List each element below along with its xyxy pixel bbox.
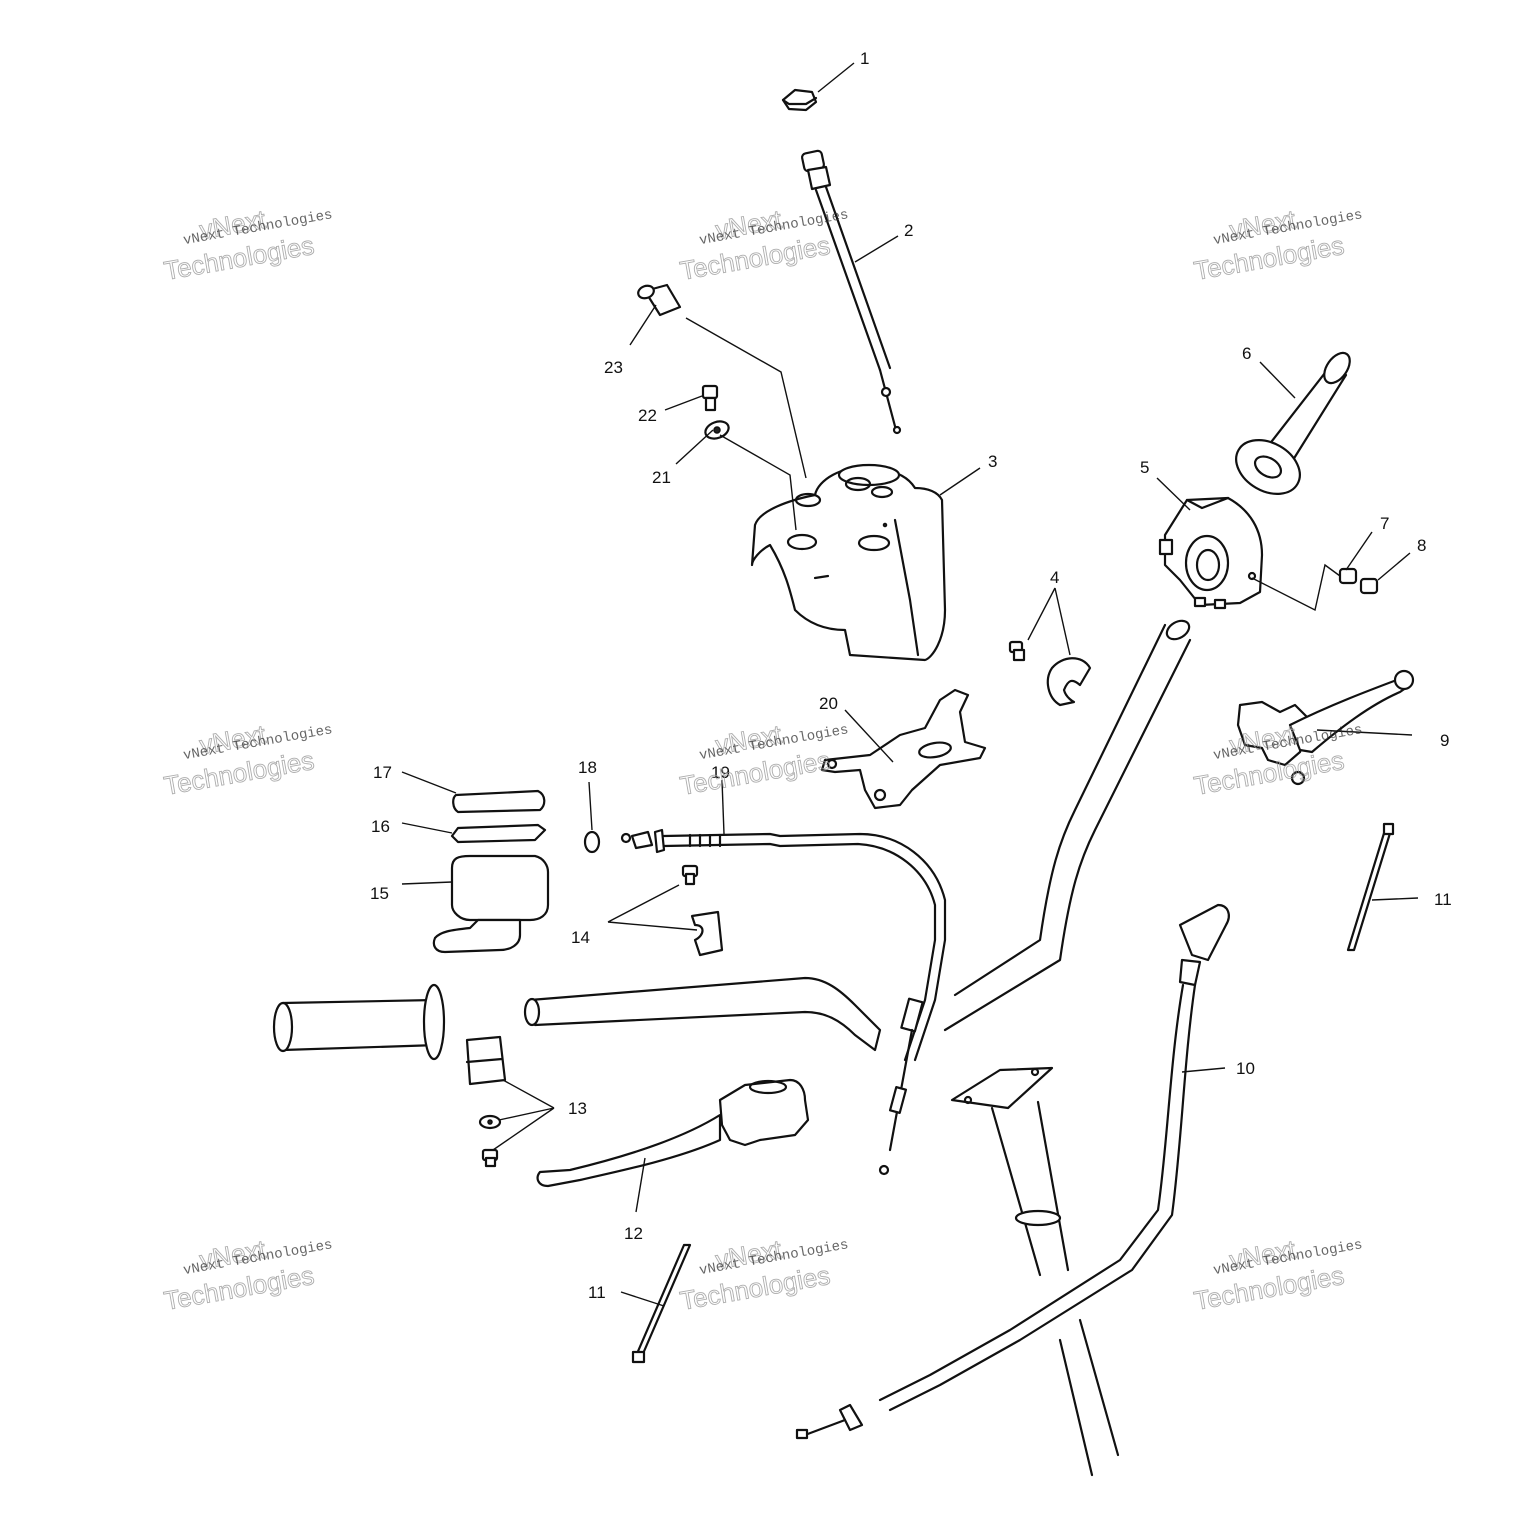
callout-3: 3 (988, 452, 997, 471)
watermark-2: vNext vNext Technologies Technologies (677, 203, 850, 286)
part-18-oring[interactable] (583, 830, 601, 854)
left-grip[interactable] (272, 983, 446, 1061)
callout-4: 4 (1050, 568, 1059, 587)
watermark-4: vNext vNext Technologies Technologies (161, 718, 334, 801)
part-11-bolt-lower[interactable] (631, 1243, 692, 1364)
watermark-8: vNext vNext Technologies Technologies (677, 1233, 850, 1316)
callout-17: 17 (373, 763, 392, 782)
part-3-housing[interactable] (750, 463, 947, 662)
callout-1: 1 (860, 49, 869, 68)
callout-6: 6 (1242, 344, 1251, 363)
part-5-switch-housing[interactable] (1158, 496, 1264, 610)
part-10-cable[interactable] (795, 903, 1230, 1440)
part-1-nut[interactable] (781, 88, 818, 112)
callout-11-right: 11 (1434, 890, 1452, 909)
callout-9: 9 (1440, 731, 1449, 750)
part-6-grip[interactable] (1227, 348, 1355, 504)
part-17-cap[interactable] (452, 789, 546, 814)
handlebar[interactable] (523, 617, 1192, 1052)
part-11-bolt-right[interactable] (1346, 822, 1395, 952)
callout-13: 13 (568, 1099, 587, 1118)
callout-16: 16 (371, 817, 390, 836)
callout-12: 12 (624, 1224, 643, 1243)
part-9-lever-assembly[interactable] (1236, 669, 1415, 786)
steering-post[interactable] (950, 1066, 1120, 1477)
callout-labels: 1 2 3 4 5 6 7 8 9 10 11 11 12 13 14 15 1… (370, 49, 1452, 1302)
part-8-bushing[interactable] (1359, 577, 1379, 595)
watermark-6: vNext vNext Technologies Technologies (1191, 718, 1364, 801)
part-7-bushing[interactable] (1338, 567, 1358, 585)
part-2-cable[interactable] (800, 149, 902, 435)
callout-15: 15 (370, 884, 389, 903)
callout-10: 10 (1236, 1059, 1255, 1078)
part-21-washer[interactable] (703, 418, 731, 441)
callout-19: 19 (711, 763, 730, 782)
part-20-bracket[interactable] (820, 688, 987, 810)
callout-22: 22 (638, 406, 657, 425)
callout-14: 14 (571, 928, 590, 947)
part-4-clamp-set[interactable] (1008, 640, 1092, 707)
watermark-5: vNext vNext Technologies Technologies (677, 718, 850, 801)
callout-11-lower: 11 (588, 1283, 606, 1302)
callout-2: 2 (904, 221, 913, 240)
callout-5: 5 (1140, 458, 1149, 477)
part-19-cable[interactable] (620, 828, 947, 1176)
watermark-1: vNext vNext Technologies Technologies (161, 203, 334, 286)
watermark-9: vNext vNext Technologies Technologies (1191, 1233, 1364, 1316)
part-15-reservoir[interactable] (432, 854, 550, 954)
callout-18: 18 (578, 758, 597, 777)
part-13-clamp-set[interactable] (465, 1035, 507, 1168)
watermark-3: vNext vNext Technologies Technologies (1191, 203, 1364, 286)
part-12-lever-cylinder[interactable] (536, 1078, 810, 1188)
part-16-gasket[interactable] (450, 823, 547, 844)
callout-23: 23 (604, 358, 623, 377)
callout-7: 7 (1380, 514, 1389, 533)
callout-8: 8 (1417, 536, 1426, 555)
leader-lines (401, 62, 1419, 1307)
part-23-pin[interactable] (636, 283, 682, 317)
callout-21: 21 (652, 468, 671, 487)
part-14-clamp-set[interactable] (681, 864, 724, 957)
watermark-7: vNext vNext Technologies Technologies (161, 1233, 334, 1316)
part-22-screw[interactable] (701, 384, 719, 412)
callout-20: 20 (819, 694, 838, 713)
